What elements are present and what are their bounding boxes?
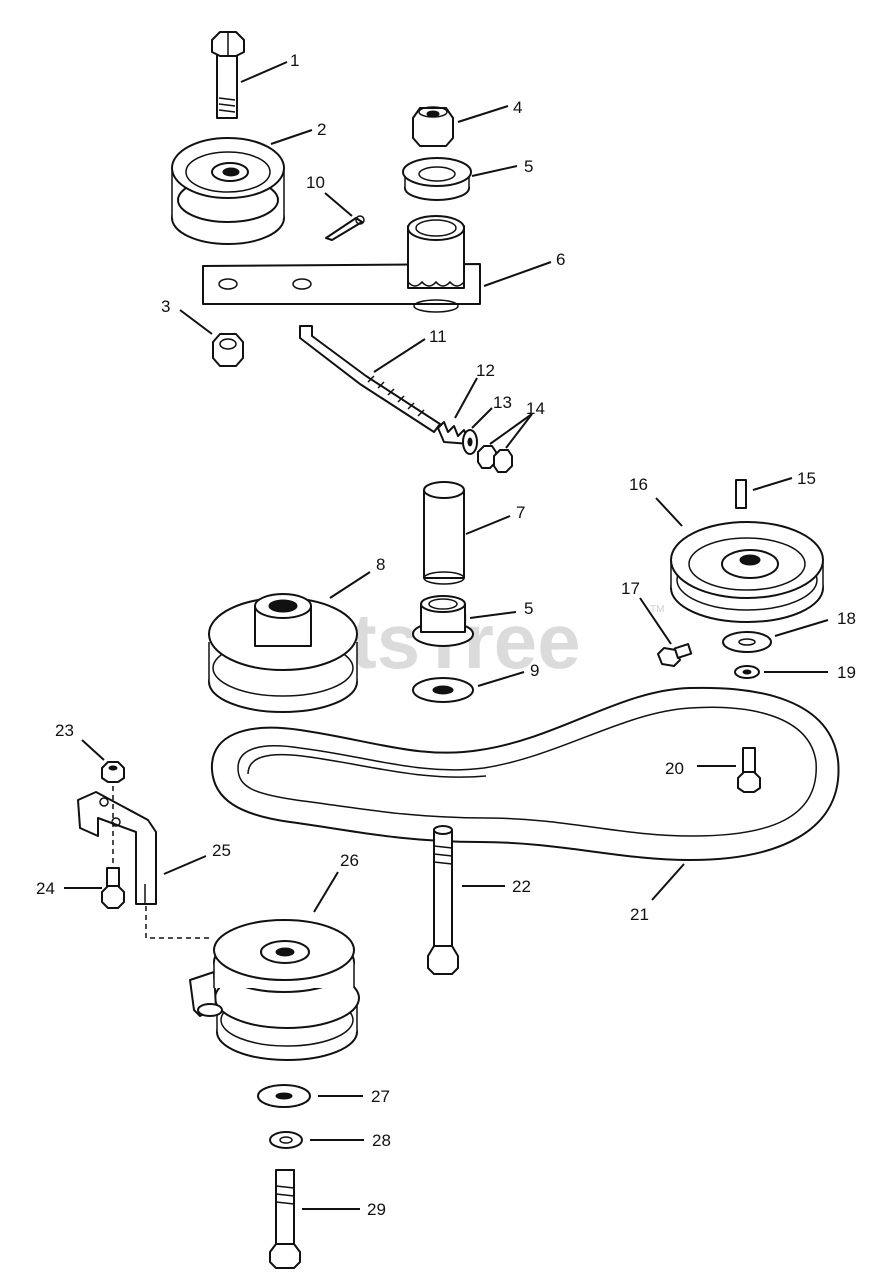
callout-21: 21 — [630, 905, 649, 924]
part-20-bolt[interactable] — [737, 747, 761, 793]
part-8-pulley[interactable] — [208, 593, 358, 713]
callout-11: 11 — [429, 327, 447, 346]
part-11-threaded-rod[interactable] — [299, 325, 441, 433]
callout-2: 2 — [317, 120, 326, 139]
callout-23: 23 — [55, 721, 74, 740]
callout-3: 3 — [161, 297, 170, 316]
part-3-nut[interactable] — [212, 333, 244, 367]
part-4-lock-nut[interactable] — [412, 106, 454, 147]
part-26-electric-clutch[interactable] — [189, 919, 360, 1061]
callout-14: 14 — [526, 399, 545, 418]
part-5-bushing-lower[interactable] — [412, 595, 474, 647]
callout-22: 22 — [512, 877, 531, 896]
callout-25: 25 — [212, 841, 231, 860]
part-15-key[interactable] — [735, 479, 747, 509]
part-24-bolt[interactable] — [101, 867, 125, 909]
callout-18: 18 — [837, 609, 856, 628]
callout-26: 26 — [340, 851, 359, 870]
part-17-bolt[interactable] — [657, 643, 693, 667]
callout-13: 13 — [493, 393, 512, 412]
part-10-cotter-pin[interactable] — [325, 215, 365, 241]
part-14-jam-nuts[interactable] — [477, 445, 513, 473]
part-28-lock-washer[interactable] — [269, 1131, 303, 1149]
part-29-bolt[interactable] — [269, 1169, 301, 1269]
part-5-bushing-upper[interactable] — [402, 157, 472, 201]
part-7-spacer-tube[interactable] — [423, 481, 465, 585]
callout-16: 16 — [629, 475, 648, 494]
callout-27: 27 — [371, 1087, 390, 1106]
callout-20: 20 — [665, 759, 684, 778]
part-18-washer[interactable] — [722, 631, 772, 653]
callout-7: 7 — [516, 503, 525, 522]
part-6-idler-arm[interactable] — [202, 215, 481, 313]
callout-19: 19 — [837, 663, 856, 682]
callout-29: 29 — [367, 1200, 386, 1219]
part-16-drive-pulley[interactable] — [670, 521, 824, 623]
callout-6: 6 — [556, 250, 565, 269]
part-27-washer[interactable] — [257, 1084, 311, 1108]
part-2-idler-pulley[interactable] — [171, 137, 285, 245]
callout-12: 12 — [476, 361, 495, 380]
callout-labels: 1 2 3 4 5 6 10 11 12 13 14 15 16 7 8 5 9… — [36, 51, 856, 1219]
callout-10: 10 — [306, 173, 325, 192]
callout-5-upper: 5 — [524, 157, 533, 176]
watermark-trademark: TM — [650, 604, 664, 615]
callout-8: 8 — [376, 555, 385, 574]
part-19-lock-washer[interactable] — [734, 665, 760, 679]
callout-17: 17 — [621, 579, 640, 598]
callout-9: 9 — [530, 661, 539, 680]
part-13-washer[interactable] — [462, 429, 478, 455]
callout-15: 15 — [797, 469, 816, 488]
part-21-drive-belt[interactable] — [210, 686, 840, 861]
callout-1: 1 — [290, 51, 299, 70]
part-22-long-bolt[interactable] — [427, 825, 459, 975]
part-1-bolt[interactable] — [211, 31, 245, 119]
part-25-bracket[interactable] — [77, 791, 157, 905]
part-23-nut[interactable] — [101, 761, 125, 783]
callout-4: 4 — [513, 98, 522, 117]
part-9-washer[interactable] — [412, 677, 474, 703]
callout-5-lower: 5 — [524, 599, 533, 618]
callout-24: 24 — [36, 879, 55, 898]
callout-28: 28 — [372, 1131, 391, 1150]
